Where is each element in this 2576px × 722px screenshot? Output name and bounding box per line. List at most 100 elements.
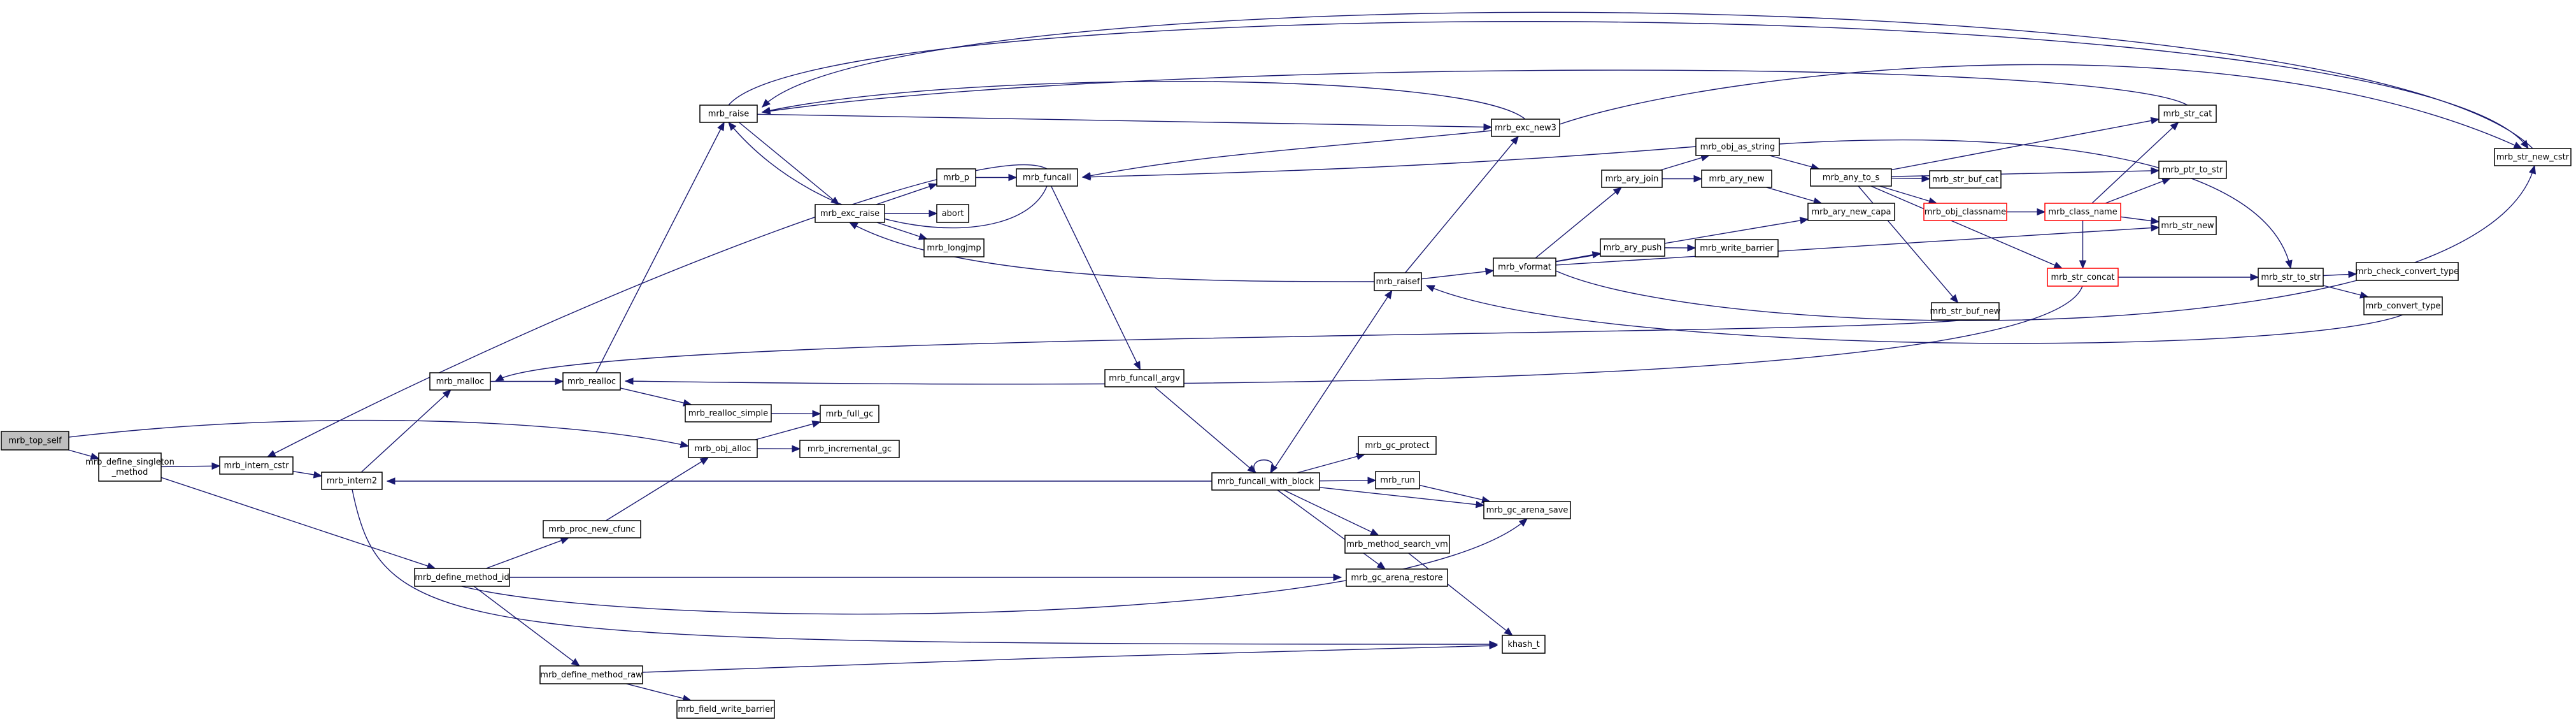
edge-mrb-class-name-to-mrb-ptr-to-str [2105,178,2171,204]
node-label: mrb_obj_classname [1925,208,2006,217]
node-mrb-intern-cstr[interactable]: mrb_intern_cstr [219,456,294,475]
node-mrb-ary-new-capa[interactable]: mrb_ary_new_capa [1807,203,1895,221]
node-mrb-incremental-gc[interactable]: mrb_incremental_gc [799,440,900,458]
edge-mrb-exc-raise-to-mrb-p [876,183,938,205]
node-mrb-method-search-vm[interactable]: mrb_method_search_vm [1344,535,1450,554]
node-label: mrb_gc_protect [1365,441,1429,451]
edge-mrb-define-singleton-method-to-mrb-define-method-id [160,477,436,570]
node-mrb-full-gc[interactable]: mrb_full_gc [820,405,879,423]
node-mrb-class-name[interactable]: mrb_class_name [2044,203,2121,221]
node-label: mrb_funcall_with_block [1218,477,1314,487]
edge-mrb-intern-cstr-to-mrb-intern2 [292,471,323,479]
edge-mrb-exc-new3-to-mrb-str-new-cstr [1559,64,2523,149]
node-mrb-run[interactable]: mrb_run [1375,471,1420,489]
edge-mrb-exc-raise-to-abort [885,210,938,217]
edge-mrb-obj-as-string-to-mrb-funcall [1081,146,1697,181]
node-mrb-define-singleton-method[interactable]: mrb_define_singleton_method [85,452,174,482]
edge-mrb-raisef-to-mrb-vformat [1421,268,1495,280]
node-mrb-exc-new3[interactable]: mrb_exc_new3 [1491,119,1560,137]
node-label: mrb_str_new_cstr [2496,153,2570,162]
node-mrb-define-method-id[interactable]: mrb_define_method_id [414,568,510,587]
node-mrb-longjmp[interactable]: mrb_longjmp [923,238,985,257]
node-mrb-obj-classname[interactable]: mrb_obj_classname [1923,203,2007,221]
node-mrb-p[interactable]: mrb_p [936,168,976,187]
node-mrb-raise[interactable]: mrb_raise [699,105,758,123]
node-label: mrb_ptr_to_str [2163,166,2223,175]
edge-mrb-funcall-with-block-to-mrb-intern2 [386,477,1212,485]
node-mrb-proc-new-cfunc[interactable]: mrb_proc_new_cfunc [543,520,641,538]
node-label: mrb_funcall_argv [1109,374,1180,384]
node-mrb-field-write-barrier[interactable]: mrb_field_write_barrier [676,700,775,719]
edge-mrb-ary-join-to-mrb-ary-new [1662,175,1703,183]
node-label: mrb_obj_as_string [1700,143,1775,152]
node-mrb-funcall[interactable]: mrb_funcall [1016,168,1078,187]
node-mrb-str-to-str[interactable]: mrb_str_to_str [2258,268,2324,287]
node-layer: mrb_top_selfmrb_define_singleton_methodm… [1,105,2572,719]
node-mrb-str-concat[interactable]: mrb_str_concat [2047,268,2119,287]
edge-mrb-funcall-with-block-to-mrb-raisef [1270,289,1393,473]
node-mrb-convert-type[interactable]: mrb_convert_type [2363,296,2443,315]
edge-mrb-obj-alloc-to-mrb-incremental-gc [757,445,801,453]
edge-mrb-define-method-raw-to-khash-t [642,642,1498,673]
node-abort[interactable]: abort [936,204,969,223]
node-label: mrb_convert_type [2366,301,2441,311]
node-mrb-str-new-cstr[interactable]: mrb_str_new_cstr [2494,148,2572,166]
node-mrb-exc-raise[interactable]: mrb_exc_raise [815,204,885,223]
node-mrb-top-self[interactable]: mrb_top_self [1,431,69,451]
node-label: mrb_ary_new [1709,175,1765,184]
node-mrb-str-new[interactable]: mrb_str_new [2158,216,2217,235]
edge-layer [68,11,2537,702]
node-mrb-realloc-simple[interactable]: mrb_realloc_simple [685,404,772,422]
node-label: mrb_full_gc [826,410,874,419]
node-label: mrb_obj_alloc [694,444,751,454]
edge-mrb-ary-push-to-mrb-write-barrier [1664,244,1697,252]
edge-mrb-p-to-mrb-funcall [976,173,1018,182]
edge-mrb-raise-to-mrb-str-new-cstr [728,21,2529,150]
node-mrb-funcall-with-block[interactable]: mrb_funcall_with_block [1211,472,1320,491]
node-mrb-ptr-to-str[interactable]: mrb_ptr_to_str [2158,161,2227,179]
node-mrb-raisef[interactable]: mrb_raisef [1374,272,1422,291]
edge-mrb-any-to-s-to-mrb-str-concat [1870,185,2063,269]
edge-mrb-str-concat-to-mrb-realloc [624,285,2083,385]
node-mrb-any-to-s[interactable]: mrb_any_to_s [1810,168,1892,187]
node-mrb-gc-arena-save[interactable]: mrb_gc_arena_save [1483,501,1571,519]
node-mrb-malloc[interactable]: mrb_malloc [429,372,491,391]
node-mrb-gc-protect[interactable]: mrb_gc_protect [1358,436,1437,455]
node-label: mrb_str_buf_new [1930,307,2001,317]
node-mrb-ary-push[interactable]: mrb_ary_push [1600,238,1665,257]
node-label: mrb_class_name [2048,208,2117,217]
node-khash-t[interactable]: khash_t [1502,635,1546,654]
node-mrb-str-cat[interactable]: mrb_str_cat [2158,105,2217,123]
node-label: mrb_gc_arena_save [1486,506,1569,516]
node-label: mrb_proc_new_cfunc [548,525,635,535]
edge-mrb-funcall-with-block-to-mrb-gc-arena-restore [1277,489,1386,570]
node-label: mrb_vformat [1498,263,1551,272]
node-label: mrb_incremental_gc [808,445,892,454]
node-mrb-obj-as-string[interactable]: mrb_obj_as_string [1695,138,1780,156]
edge-mrb-ary-new-to-mrb-ary-new-capa [1766,187,1823,205]
node-mrb-vformat[interactable]: mrb_vformat [1493,257,1556,277]
node-mrb-check-convert-type[interactable]: mrb_check_convert_type [2356,262,2459,281]
node-label: mrb_raise [708,110,749,119]
edge-mrb-vformat-to-mrb-str-new-cstr [1555,164,2537,321]
node-mrb-str-buf-cat[interactable]: mrb_str_buf_cat [1929,170,2002,189]
node-mrb-str-buf-new[interactable]: mrb_str_buf_new [1930,302,2001,321]
edge-mrb-top-self-to-mrb-define-singleton-method [68,449,100,460]
node-mrb-realloc[interactable]: mrb_realloc [562,372,621,391]
node-mrb-obj-alloc[interactable]: mrb_obj_alloc [688,439,758,458]
node-mrb-intern2[interactable]: mrb_intern2 [321,472,383,490]
edge-mrb-str-to-str-to-mrb-check-convert-type [2323,270,2358,278]
node-label: mrb_gc_arena_restore [1351,574,1442,583]
edge-mrb-raisef-to-mrb-exc-new3 [1405,135,1519,273]
edge-mrb-realloc-to-mrb-realloc-simple [620,387,692,407]
node-label: mrb_field_write_barrier [678,705,774,714]
node-mrb-write-barrier[interactable]: mrb_write_barrier [1695,239,1779,257]
node-mrb-funcall-argv[interactable]: mrb_funcall_argv [1104,369,1185,387]
edge-mrb-funcall-with-block-to-mrb-method-search-vm [1283,489,1379,536]
node-mrb-gc-arena-restore[interactable]: mrb_gc_arena_restore [1346,568,1448,587]
node-label: mrb_str_buf_cat [1932,175,1998,185]
node-mrb-ary-new[interactable]: mrb_ary_new [1701,170,1772,188]
node-mrb-ary-join[interactable]: mrb_ary_join [1601,170,1663,188]
node-mrb-define-method-raw[interactable]: mrb_define_method_raw [539,665,643,684]
